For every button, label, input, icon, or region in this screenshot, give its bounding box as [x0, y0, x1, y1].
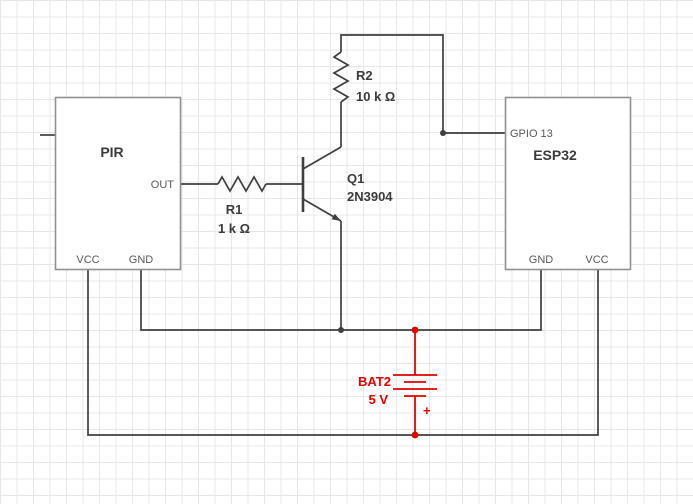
bat2-value-label: 5 V — [368, 392, 388, 407]
esp32-box — [504, 96, 632, 271]
component-resistor-r1[interactable]: R1 1 k Ω — [217, 175, 267, 236]
bat2-ref-label: BAT2 — [358, 374, 391, 389]
component-battery-bat2[interactable]: BAT2 5 V + — [358, 326, 437, 439]
esp32-pin-gpio13-label: GPIO 13 — [510, 128, 553, 140]
q1-collector-lead — [302, 146, 342, 170]
component-resistor-r2[interactable]: R2 10 k Ω — [332, 51, 395, 104]
component-esp32[interactable]: GPIO 13 ESP32 GND VCC — [504, 96, 632, 271]
wire-r2-top-to-gpio13[interactable] — [340, 34, 506, 134]
r2-value-label: 10 k Ω — [356, 89, 395, 104]
pir-pin-gnd-label: GND — [129, 254, 154, 266]
wire-vcc-rail[interactable] — [87, 270, 599, 436]
bat2-terminal-dot-top — [411, 326, 419, 334]
esp32-pin-vcc-label: VCC — [585, 254, 608, 266]
q1-emitter-arrow-icon — [331, 213, 341, 221]
pir-pin-vcc-label: VCC — [76, 254, 99, 266]
pir-title: PIR — [100, 144, 123, 160]
r2-zigzag — [332, 51, 350, 103]
component-transistor-q1[interactable]: Q1 2N3904 — [301, 146, 393, 222]
bat2-plus-label: + — [423, 403, 431, 418]
r2-ref-label: R2 — [356, 68, 373, 83]
junction-dot-emitter-gnd — [338, 327, 344, 333]
component-pir[interactable]: PIR OUT VCC GND — [54, 96, 182, 271]
q1-part-label: 2N3904 — [347, 189, 393, 204]
junction-dot-gpio13 — [440, 130, 446, 136]
r1-value-label: 1 k Ω — [218, 221, 250, 236]
pir-pin-out-label: OUT — [151, 179, 175, 191]
esp32-pin-gnd-label: GND — [529, 254, 554, 266]
r1-ref-label: R1 — [226, 202, 243, 217]
bat2-terminal-dot-bottom — [411, 431, 419, 439]
pir-box — [54, 96, 182, 271]
r1-zigzag — [217, 175, 267, 193]
esp32-title: ESP32 — [533, 147, 577, 163]
q1-ref-label: Q1 — [347, 171, 364, 186]
